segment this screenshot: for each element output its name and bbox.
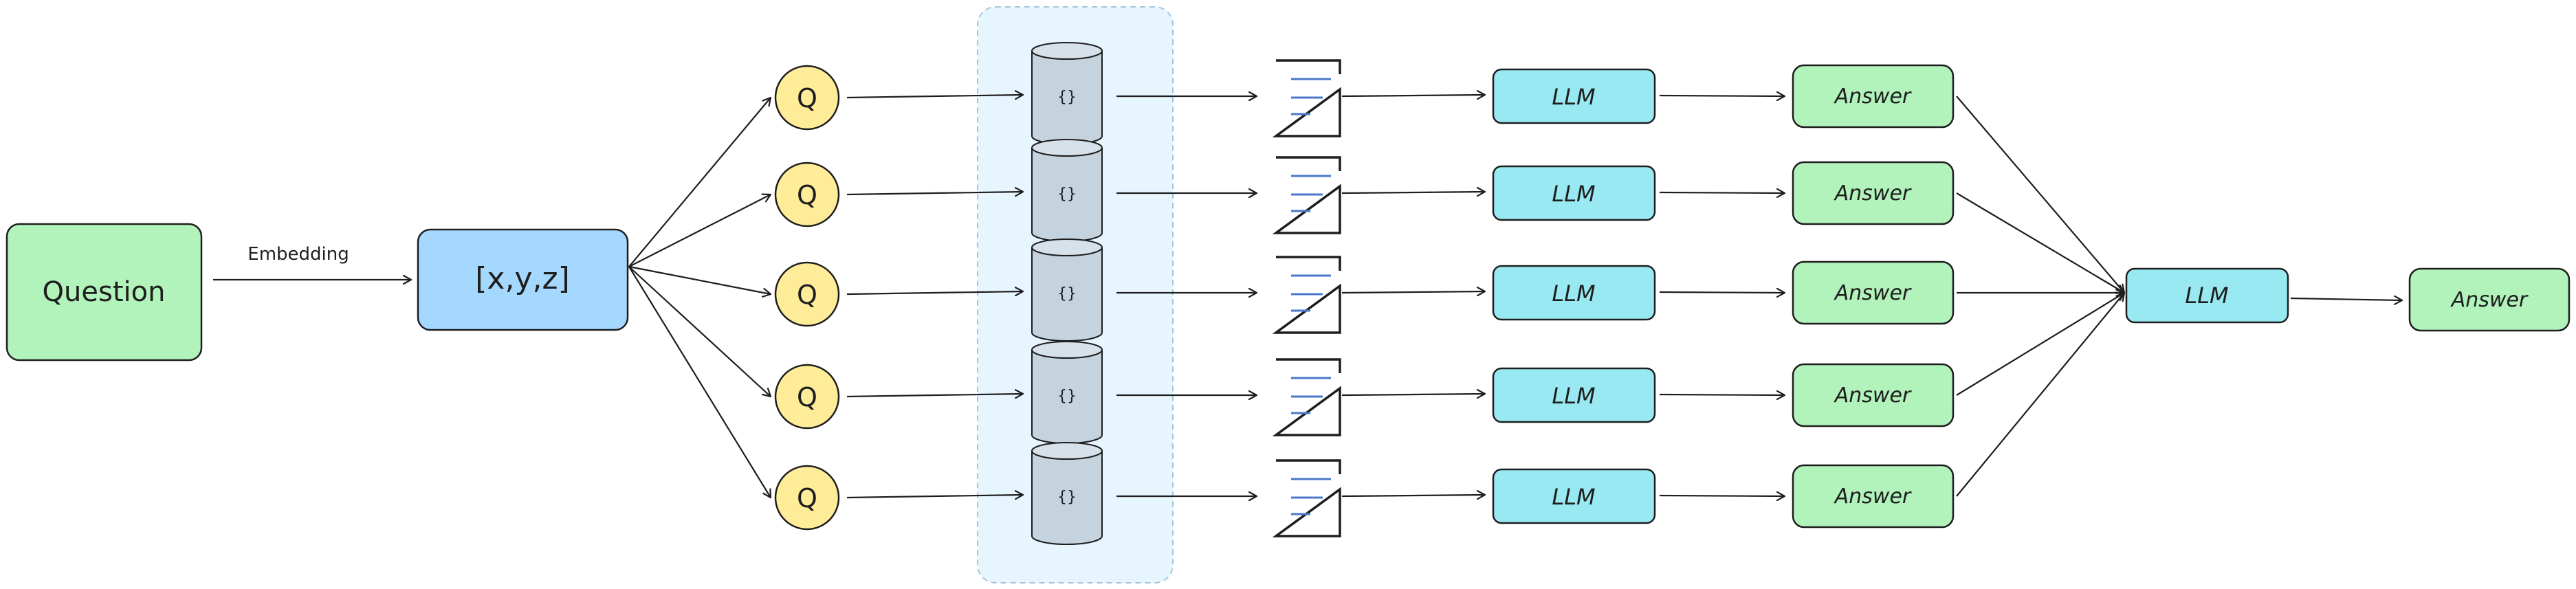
document-icon <box>1272 156 1341 234</box>
database-glyph: {} <box>1057 388 1077 405</box>
final-llm-node: LLM <box>2125 267 2289 324</box>
final-llm-label: LLM <box>2185 282 2228 309</box>
query-label: Q <box>797 483 817 513</box>
database-glyph: {} <box>1057 186 1077 203</box>
document-to-llm-arrow <box>1341 291 1485 293</box>
question-node: Question <box>5 223 203 362</box>
answer-box <box>1792 464 1955 529</box>
answer-label: Answer <box>1834 485 1912 509</box>
llm-box <box>1492 367 1656 423</box>
llm-to-answer-arrow <box>1659 394 1785 395</box>
database-body <box>1031 247 1103 342</box>
database-glyph: {} <box>1057 489 1077 506</box>
llm-label: LLM <box>1552 181 1595 207</box>
database-glyph: {} <box>1057 89 1077 106</box>
final-llm-box <box>2125 267 2289 324</box>
query-to-database-arrow <box>846 192 1023 195</box>
document-icon <box>1272 459 1341 537</box>
llm-to-answer-arrow <box>1659 292 1785 293</box>
document-outline <box>1272 156 1341 234</box>
database-top <box>1031 139 1103 157</box>
database-icon: {} <box>1031 42 1103 145</box>
query-to-database-arrow <box>846 495 1023 498</box>
query-circle <box>774 364 840 430</box>
final-answer-node: Answer <box>2408 267 2571 332</box>
database-top <box>1031 442 1103 460</box>
database-icon: {} <box>1031 238 1103 342</box>
document-outline <box>1272 459 1341 537</box>
query-circle <box>774 465 840 531</box>
query-to-database-arrow <box>846 394 1023 397</box>
answer-label: Answer <box>1834 281 1912 305</box>
llm-label: LLM <box>1552 383 1595 409</box>
answer-label: Answer <box>1834 384 1912 408</box>
llm-box <box>1492 468 1656 524</box>
database-icon: {} <box>1031 139 1103 242</box>
vector-to-query-arrow <box>628 98 771 267</box>
llm-box <box>1492 68 1656 124</box>
vector-to-query-arrow <box>628 266 771 498</box>
query-circle <box>774 65 840 131</box>
database-top <box>1031 341 1103 359</box>
vector-to-query-arrow <box>628 195 771 267</box>
llm-label: LLM <box>1552 484 1595 510</box>
document-icon <box>1272 59 1341 137</box>
query-label: Q <box>797 280 817 310</box>
final-answer-arrow <box>2290 298 2402 300</box>
query-label: Q <box>797 180 817 210</box>
document-outline <box>1272 256 1341 334</box>
query-label: Q <box>797 83 817 113</box>
llm-box <box>1492 165 1656 221</box>
llm-label: LLM <box>1552 280 1595 307</box>
vector-node: [x,y,z] <box>417 228 629 331</box>
document-to-llm-arrow <box>1341 192 1485 193</box>
final-answer-box <box>2408 267 2571 332</box>
answer-label: Answer <box>1834 85 1912 109</box>
query-to-database-arrow <box>846 95 1023 98</box>
embedding-label: Embedding <box>247 244 349 265</box>
document-to-llm-arrow <box>1341 95 1485 96</box>
database-icon: {} <box>1031 442 1103 545</box>
document-icon <box>1272 358 1341 436</box>
query-label: Q <box>797 382 817 412</box>
answer-label: Answer <box>1834 181 1912 205</box>
answer-to-final-llm-arrow <box>1956 293 2124 497</box>
llm-box <box>1492 265 1656 321</box>
vector-to-query-arrow <box>628 266 771 397</box>
document-outline <box>1272 358 1341 436</box>
answer-to-final-llm-arrow <box>1956 293 2124 396</box>
llm-label: LLM <box>1552 84 1595 110</box>
query-to-database-arrow <box>846 291 1023 294</box>
answer-box <box>1792 161 1955 225</box>
document-outline <box>1272 59 1341 137</box>
document-to-llm-arrow <box>1341 495 1485 496</box>
database-top <box>1031 42 1103 60</box>
vector-label: [x,y,z] <box>475 261 569 296</box>
question-box <box>5 223 203 362</box>
database-glyph: {} <box>1057 285 1077 302</box>
query-circle <box>774 261 840 327</box>
document-icon <box>1272 256 1341 334</box>
answer-box <box>1792 260 1955 325</box>
database-top <box>1031 238 1103 256</box>
llm-to-answer-arrow <box>1659 192 1785 193</box>
final-answer-label: Answer <box>2450 288 2529 312</box>
answer-to-final-llm-arrow <box>1956 96 2124 293</box>
query-circle <box>774 162 840 227</box>
answer-box <box>1792 363 1955 427</box>
document-to-llm-arrow <box>1341 394 1485 395</box>
database-body <box>1031 451 1103 545</box>
answer-to-final-llm-arrow <box>1956 192 2124 293</box>
question-label: Question <box>43 276 166 308</box>
database-icon: {} <box>1031 341 1103 444</box>
vector-box <box>417 228 629 331</box>
answer-box <box>1792 64 1955 129</box>
vector-to-query-arrow <box>628 265 771 294</box>
